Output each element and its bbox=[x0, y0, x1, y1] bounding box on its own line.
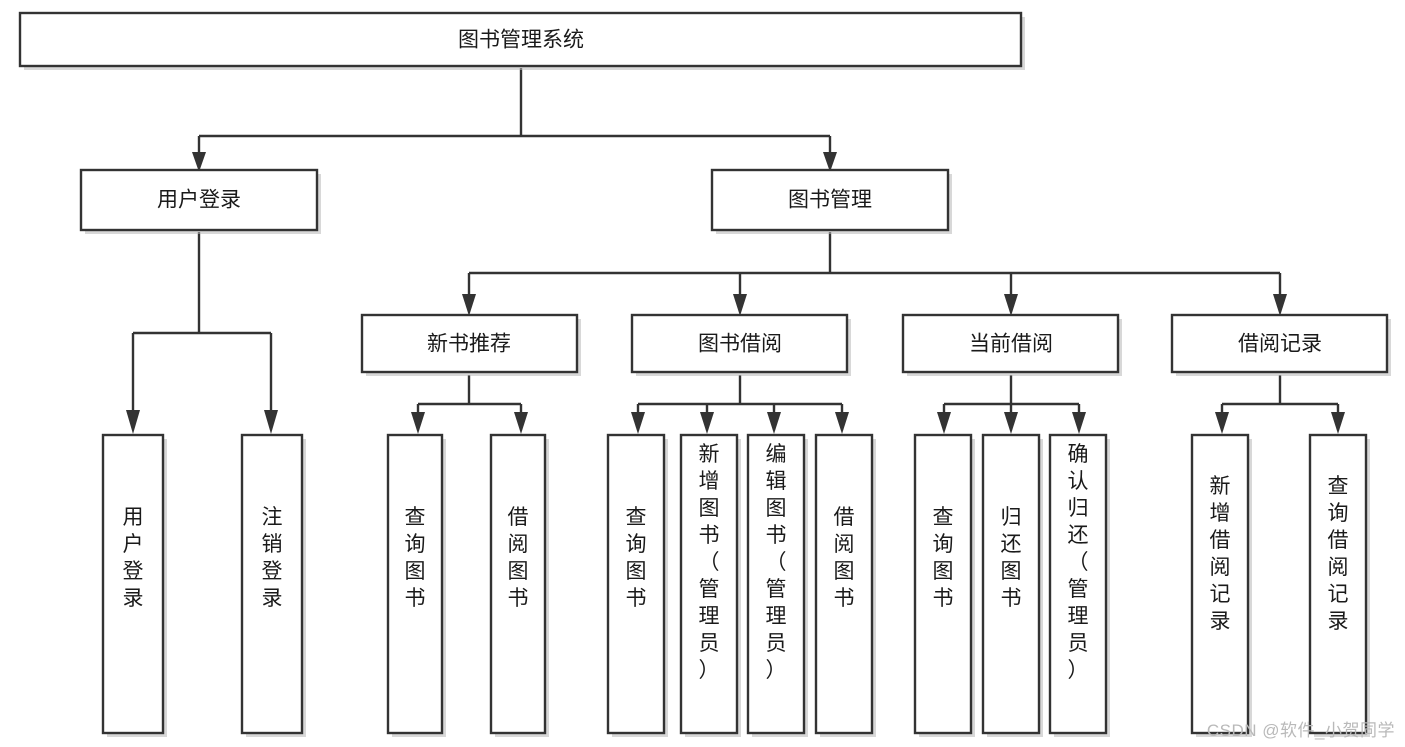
leaf-borrow-record-0-box bbox=[1190, 433, 1250, 735]
leaf-current-borrow-1-box bbox=[981, 433, 1041, 735]
arrow-leaf-book-borrow-3 bbox=[767, 412, 781, 434]
leaf-current-borrow-0-label: 查询图书 bbox=[933, 506, 954, 610]
leaf-book-borrow-2-label: 编辑图书（管理员） bbox=[766, 443, 787, 682]
node-current-borrow-box bbox=[901, 313, 1120, 374]
node-book-manage[interactable]: 图书管理 bbox=[710, 168, 952, 234]
leaf-user-login-0-box bbox=[101, 433, 165, 735]
arrow-leaf-book-borrow-1 bbox=[631, 412, 645, 434]
arrow-to-book-borrow bbox=[733, 294, 747, 316]
leaf-book-borrow-3-box bbox=[814, 433, 874, 735]
leaf-new-book-1[interactable]: 借阅图书 bbox=[489, 433, 549, 737]
node-borrow-record[interactable]: 借阅记录 bbox=[1170, 313, 1391, 376]
leaf-current-borrow-0[interactable]: 查询图书 bbox=[913, 433, 975, 737]
arrow-to-new-book bbox=[462, 294, 476, 316]
node-new-book-label: 新书推荐 bbox=[427, 333, 511, 356]
leaf-new-book-0-label: 查询图书 bbox=[405, 506, 426, 610]
leaf-current-borrow-2[interactable]: 确认归还（管理员） bbox=[1048, 433, 1110, 737]
node-user-login-label: 用户登录 bbox=[157, 189, 241, 212]
leaf-new-book-0-box bbox=[386, 433, 444, 735]
leaf-current-borrow-2-label: 确认归还（管理员） bbox=[1068, 443, 1089, 682]
node-book-borrow-label: 图书借阅 bbox=[698, 333, 782, 356]
leaf-book-borrow-0-label: 查询图书 bbox=[626, 506, 647, 610]
node-new-book-box bbox=[360, 313, 579, 374]
leaf-book-borrow-1-label: 新增图书（管理员） bbox=[699, 443, 720, 682]
node-new-book-recommend[interactable]: 新书推荐 bbox=[360, 313, 581, 376]
leaf-current-borrow-2-box bbox=[1048, 433, 1108, 735]
arrow-leaf-current-borrow-1 bbox=[937, 412, 951, 434]
leaf-borrow-record-1-box bbox=[1308, 433, 1368, 735]
node-user-login-box bbox=[79, 168, 319, 232]
arrow-to-borrow-record bbox=[1273, 294, 1287, 316]
node-root-label: 图书管理系统 bbox=[458, 29, 584, 52]
arrow-leaf-borrow-record-2 bbox=[1331, 412, 1345, 434]
node-root[interactable]: 图书管理系统 bbox=[18, 11, 1025, 70]
node-current-borrow[interactable]: 当前借阅 bbox=[901, 313, 1122, 376]
leaf-book-borrow-2[interactable]: 编辑图书（管理员） bbox=[746, 433, 808, 737]
leaf-new-book-1-box bbox=[489, 433, 547, 735]
leaf-user-login-0-label: 用户登录 bbox=[123, 506, 144, 610]
node-book-manage-box bbox=[710, 168, 950, 232]
leaf-book-borrow-0-box bbox=[606, 433, 666, 735]
arrow-leaf-user-login-1 bbox=[126, 410, 140, 434]
node-user-login[interactable]: 用户登录 bbox=[79, 168, 321, 234]
leaf-new-book-0[interactable]: 查询图书 bbox=[386, 433, 446, 737]
leaf-current-borrow-1[interactable]: 归还图书 bbox=[981, 433, 1043, 737]
node-current-borrow-label: 当前借阅 bbox=[969, 333, 1053, 356]
node-book-borrow-box bbox=[630, 313, 849, 374]
leaf-borrow-record-0[interactable]: 新增借阅记录 bbox=[1190, 433, 1252, 737]
arrow-to-book-manage bbox=[823, 152, 837, 172]
node-root-box bbox=[18, 11, 1023, 68]
arrow-leaf-current-borrow-2 bbox=[1004, 412, 1018, 434]
arrow-leaf-current-borrow-3 bbox=[1072, 412, 1086, 434]
arrow-leaf-new-book-2 bbox=[514, 412, 528, 434]
leaf-current-borrow-1-label: 归还图书 bbox=[1001, 506, 1022, 610]
leaf-borrow-record-1-label: 查询借阅记录 bbox=[1328, 475, 1349, 633]
leaf-user-login-0[interactable]: 用户登录 bbox=[101, 433, 167, 737]
node-borrow-record-label: 借阅记录 bbox=[1238, 333, 1322, 356]
leaf-user-login-1[interactable]: 注销登录 bbox=[240, 433, 306, 737]
arrow-to-user-login bbox=[192, 152, 206, 172]
leaf-new-book-1-label: 借阅图书 bbox=[508, 506, 529, 610]
arrow-leaf-book-borrow-2 bbox=[700, 412, 714, 434]
node-borrow-record-box bbox=[1170, 313, 1389, 374]
node-book-manage-label: 图书管理 bbox=[788, 189, 872, 212]
arrow-leaf-new-book-1 bbox=[411, 412, 425, 434]
leaf-current-borrow-0-box bbox=[913, 433, 973, 735]
leaf-borrow-record-0-label: 新增借阅记录 bbox=[1210, 475, 1231, 633]
leaf-user-login-1-label: 注销登录 bbox=[262, 506, 283, 610]
arrow-leaf-user-login-2 bbox=[264, 410, 278, 434]
leaf-book-borrow-0[interactable]: 查询图书 bbox=[606, 433, 668, 737]
leaf-book-borrow-1[interactable]: 新增图书（管理员） bbox=[679, 433, 741, 737]
leaf-borrow-record-1[interactable]: 查询借阅记录 bbox=[1308, 433, 1370, 737]
node-book-borrow[interactable]: 图书借阅 bbox=[630, 313, 851, 376]
leaf-user-login-1-box bbox=[240, 433, 304, 735]
leaf-book-borrow-3[interactable]: 借阅图书 bbox=[814, 433, 876, 737]
leaf-book-borrow-3-label: 借阅图书 bbox=[834, 506, 855, 610]
arrow-to-current-borrow bbox=[1004, 294, 1018, 316]
arrow-leaf-borrow-record-1 bbox=[1215, 412, 1229, 434]
leaf-book-borrow-1-box bbox=[679, 433, 739, 735]
leaf-book-borrow-2-box bbox=[746, 433, 806, 735]
arrow-leaf-book-borrow-4 bbox=[835, 412, 849, 434]
connectors bbox=[126, 68, 1345, 434]
